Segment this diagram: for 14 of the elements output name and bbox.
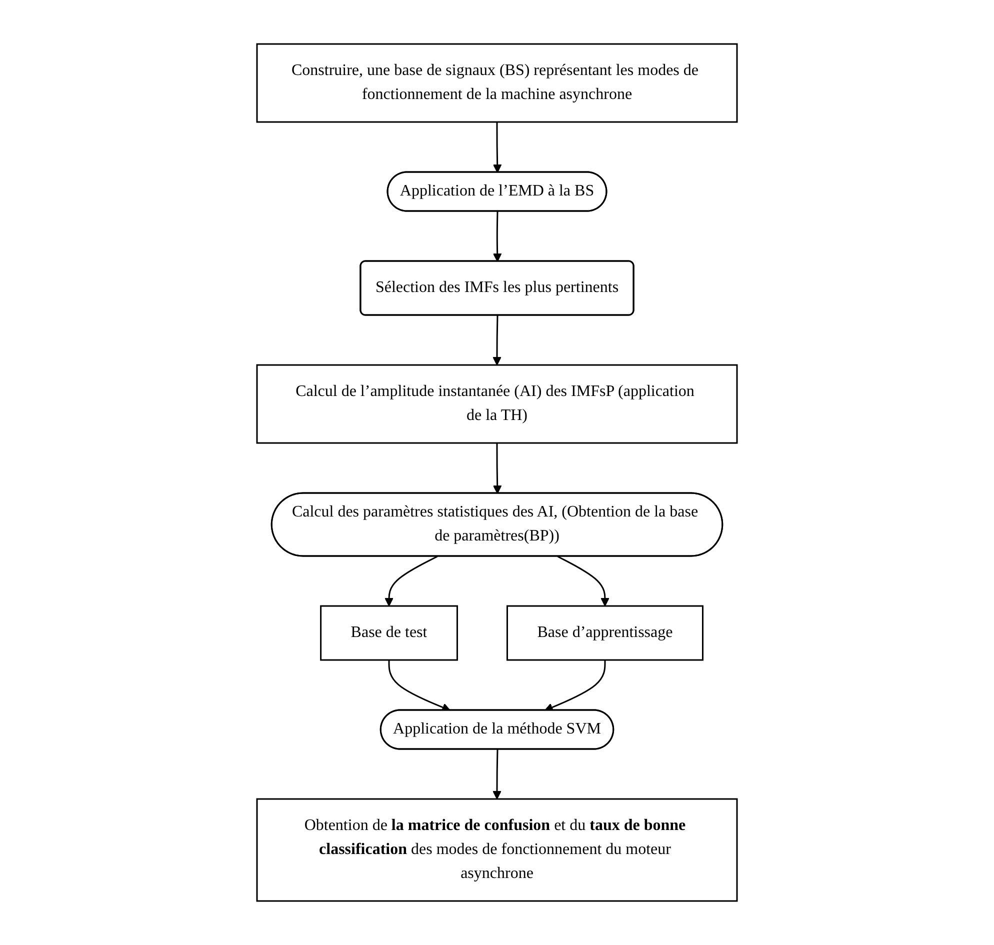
arrow xyxy=(492,443,502,494)
arrow xyxy=(492,122,502,173)
node-box: Obtention de la matrice de confusion et du taux de bonne classification des modes de fonctionnement du moteur asynchrone xyxy=(256,798,738,902)
arrow xyxy=(384,556,438,606)
node-box: Calcul de l’amplitude instantanée (AI) des IMFsP (application de la TH) xyxy=(256,364,738,444)
node-box: Construire, une base de signaux (BS) représentant les modes de fonctionnement de la machine asynchrone xyxy=(256,43,738,123)
node-box: Base de test xyxy=(320,605,458,661)
arrow xyxy=(544,660,606,712)
arrow xyxy=(388,660,451,712)
arrow xyxy=(492,749,502,800)
arrow xyxy=(492,315,502,366)
arrow xyxy=(492,211,502,262)
arrow xyxy=(557,556,610,606)
node-box: Base d’apprentissage xyxy=(506,605,704,661)
